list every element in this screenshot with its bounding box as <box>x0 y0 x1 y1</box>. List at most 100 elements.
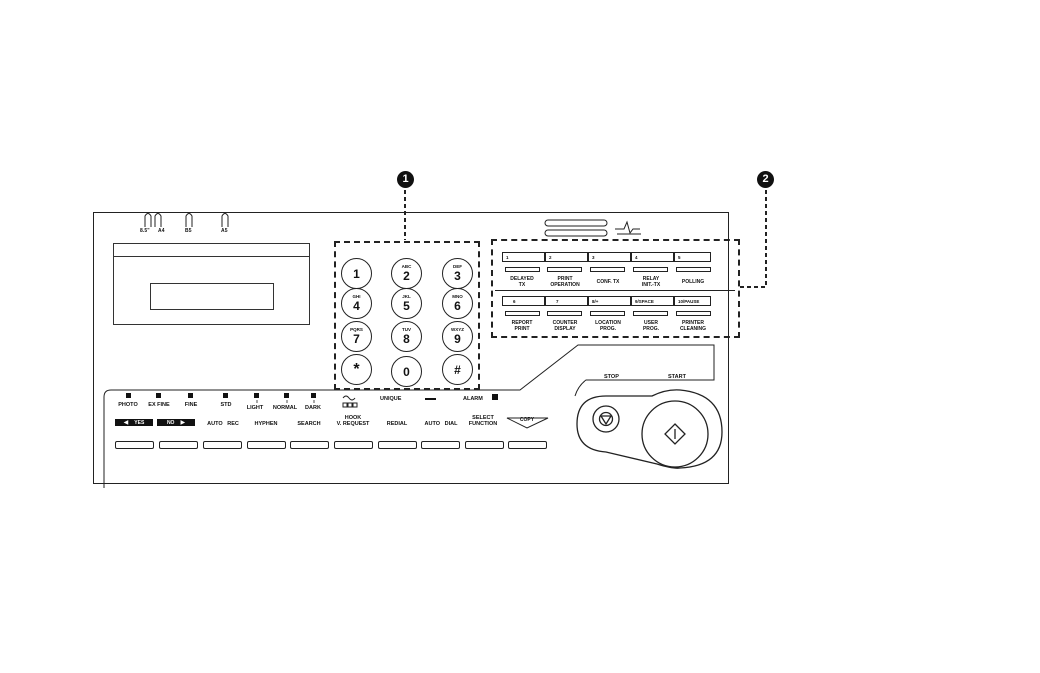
lamp-light <box>254 393 259 398</box>
label-text: AUTO DIAL <box>424 421 458 427</box>
stop-key-shape <box>592 405 620 433</box>
no-text: NO <box>166 419 175 426</box>
function-button-print-operation[interactable] <box>547 267 582 272</box>
function-button-printer-cleaning[interactable] <box>676 311 711 316</box>
function-button-polling[interactable] <box>676 267 711 272</box>
keypad-key-1[interactable]: 1 <box>341 258 372 289</box>
one-touch-key-1[interactable]: 1 <box>502 252 545 262</box>
function-key-label-select-function: SELECT FUNCTION <box>469 415 497 427</box>
function-button-location-prog[interactable] <box>590 311 625 316</box>
one-touch-key-9[interactable]: 9/SPACE <box>631 296 674 306</box>
keypad-key-hash[interactable]: # <box>442 354 473 385</box>
key-digit: 7 <box>353 332 360 347</box>
one-touch-key-10[interactable]: 10/PAUSE <box>674 296 711 306</box>
function-label: DELAYED TX <box>510 276 533 288</box>
function-key-label-auto-rec: AUTO REC <box>207 421 239 427</box>
left-arrow-icon: ◀ <box>123 420 129 426</box>
lamp-ex-fine <box>156 393 161 398</box>
key-digit: 9 <box>454 332 461 347</box>
one-touch-key-7[interactable]: 7 <box>545 296 588 306</box>
label-text: DELAYED TX <box>510 276 534 288</box>
keypad-group-outline <box>334 241 480 390</box>
function-button-relay-init-tx[interactable] <box>633 267 668 272</box>
no-button[interactable] <box>159 441 198 449</box>
select-function-button[interactable] <box>465 441 504 449</box>
lcd-display <box>113 243 310 325</box>
one-touch-key-5[interactable]: 5 <box>674 252 711 262</box>
label-text: COUNTER DISPLAY <box>552 320 578 332</box>
label-text: AUTO REC <box>207 421 239 427</box>
keypad-key-0[interactable]: 0 <box>391 356 422 387</box>
function-label: POLLING <box>682 279 704 285</box>
start-key-shape <box>641 400 709 468</box>
key-letters: TUV <box>402 326 411 332</box>
key-digit: 1 <box>353 267 360 281</box>
hook-button[interactable] <box>334 441 373 449</box>
resolution-label-photo: PHOTO <box>118 402 138 408</box>
paper-size-label: A4 <box>158 228 165 234</box>
function-key-label-redial: REDIAL <box>387 421 407 427</box>
alarm-label: ALARM <box>463 396 483 402</box>
start-label: START <box>668 374 686 380</box>
copy-button[interactable] <box>508 441 547 449</box>
resolution-label-fine: FINE <box>184 402 198 408</box>
function-button-delayed-tx[interactable] <box>505 267 540 272</box>
key-letters: WXYZ <box>451 326 464 332</box>
display-window <box>150 283 274 310</box>
label-text: SELECT FUNCTION <box>468 415 498 427</box>
function-button-user-prog[interactable] <box>633 311 668 316</box>
no-key-label: NO ▶ <box>157 419 195 426</box>
one-touch-key-3[interactable]: 3 <box>588 252 631 262</box>
label-text: REPORT PRINT <box>511 320 533 332</box>
callout-1: 1 <box>397 171 414 188</box>
lamp-std <box>223 393 228 398</box>
lower-panel-contour <box>103 344 715 488</box>
key-digit: 4 <box>353 299 360 314</box>
function-key-label-copy: COPY <box>520 417 534 423</box>
function-label: REPORT PRINT <box>512 320 533 332</box>
lamp-normal <box>284 393 289 398</box>
label-text: CONF. TX <box>596 279 620 285</box>
key-digit: # <box>454 363 461 377</box>
function-key-label-auto-dial: AUTO DIAL <box>425 421 458 427</box>
hyphen-button[interactable] <box>247 441 286 449</box>
key-digit: 6 <box>454 299 461 314</box>
auto-rec-button[interactable] <box>203 441 242 449</box>
one-touch-key-6[interactable]: 6 <box>502 296 545 306</box>
one-touch-key-8[interactable]: 8/+ <box>588 296 631 306</box>
function-button-conf-tx[interactable] <box>590 267 625 272</box>
keypad-key-star[interactable]: * <box>341 354 372 385</box>
function-key-label-search: SEARCH <box>297 421 320 427</box>
auto-dial-button[interactable] <box>421 441 460 449</box>
function-button-report-print[interactable] <box>505 311 540 316</box>
control-panel <box>93 212 729 484</box>
label-text: RELAY INIT.-TX <box>641 276 661 288</box>
lamp-dark <box>311 393 316 398</box>
function-key-label-hook: HOOK V. REQUEST <box>337 415 370 427</box>
key-letters: DEF <box>453 263 462 269</box>
key-letters: GHI <box>352 293 361 299</box>
redial-button[interactable] <box>378 441 417 449</box>
one-touch-key-2[interactable]: 2 <box>545 252 588 262</box>
key-letters: MNO <box>452 293 463 299</box>
key-letters: JKL <box>402 293 411 299</box>
leader-line-2 <box>740 190 767 288</box>
start-stop-assembly <box>576 389 723 469</box>
lamp-fine <box>188 393 193 398</box>
function-label: CONF. TX <box>597 279 620 285</box>
stop-icon <box>600 413 612 425</box>
function-button-counter-display[interactable] <box>547 311 582 316</box>
yes-button[interactable] <box>115 441 154 449</box>
one-touch-key-4[interactable]: 4 <box>631 252 674 262</box>
search-button[interactable] <box>290 441 329 449</box>
